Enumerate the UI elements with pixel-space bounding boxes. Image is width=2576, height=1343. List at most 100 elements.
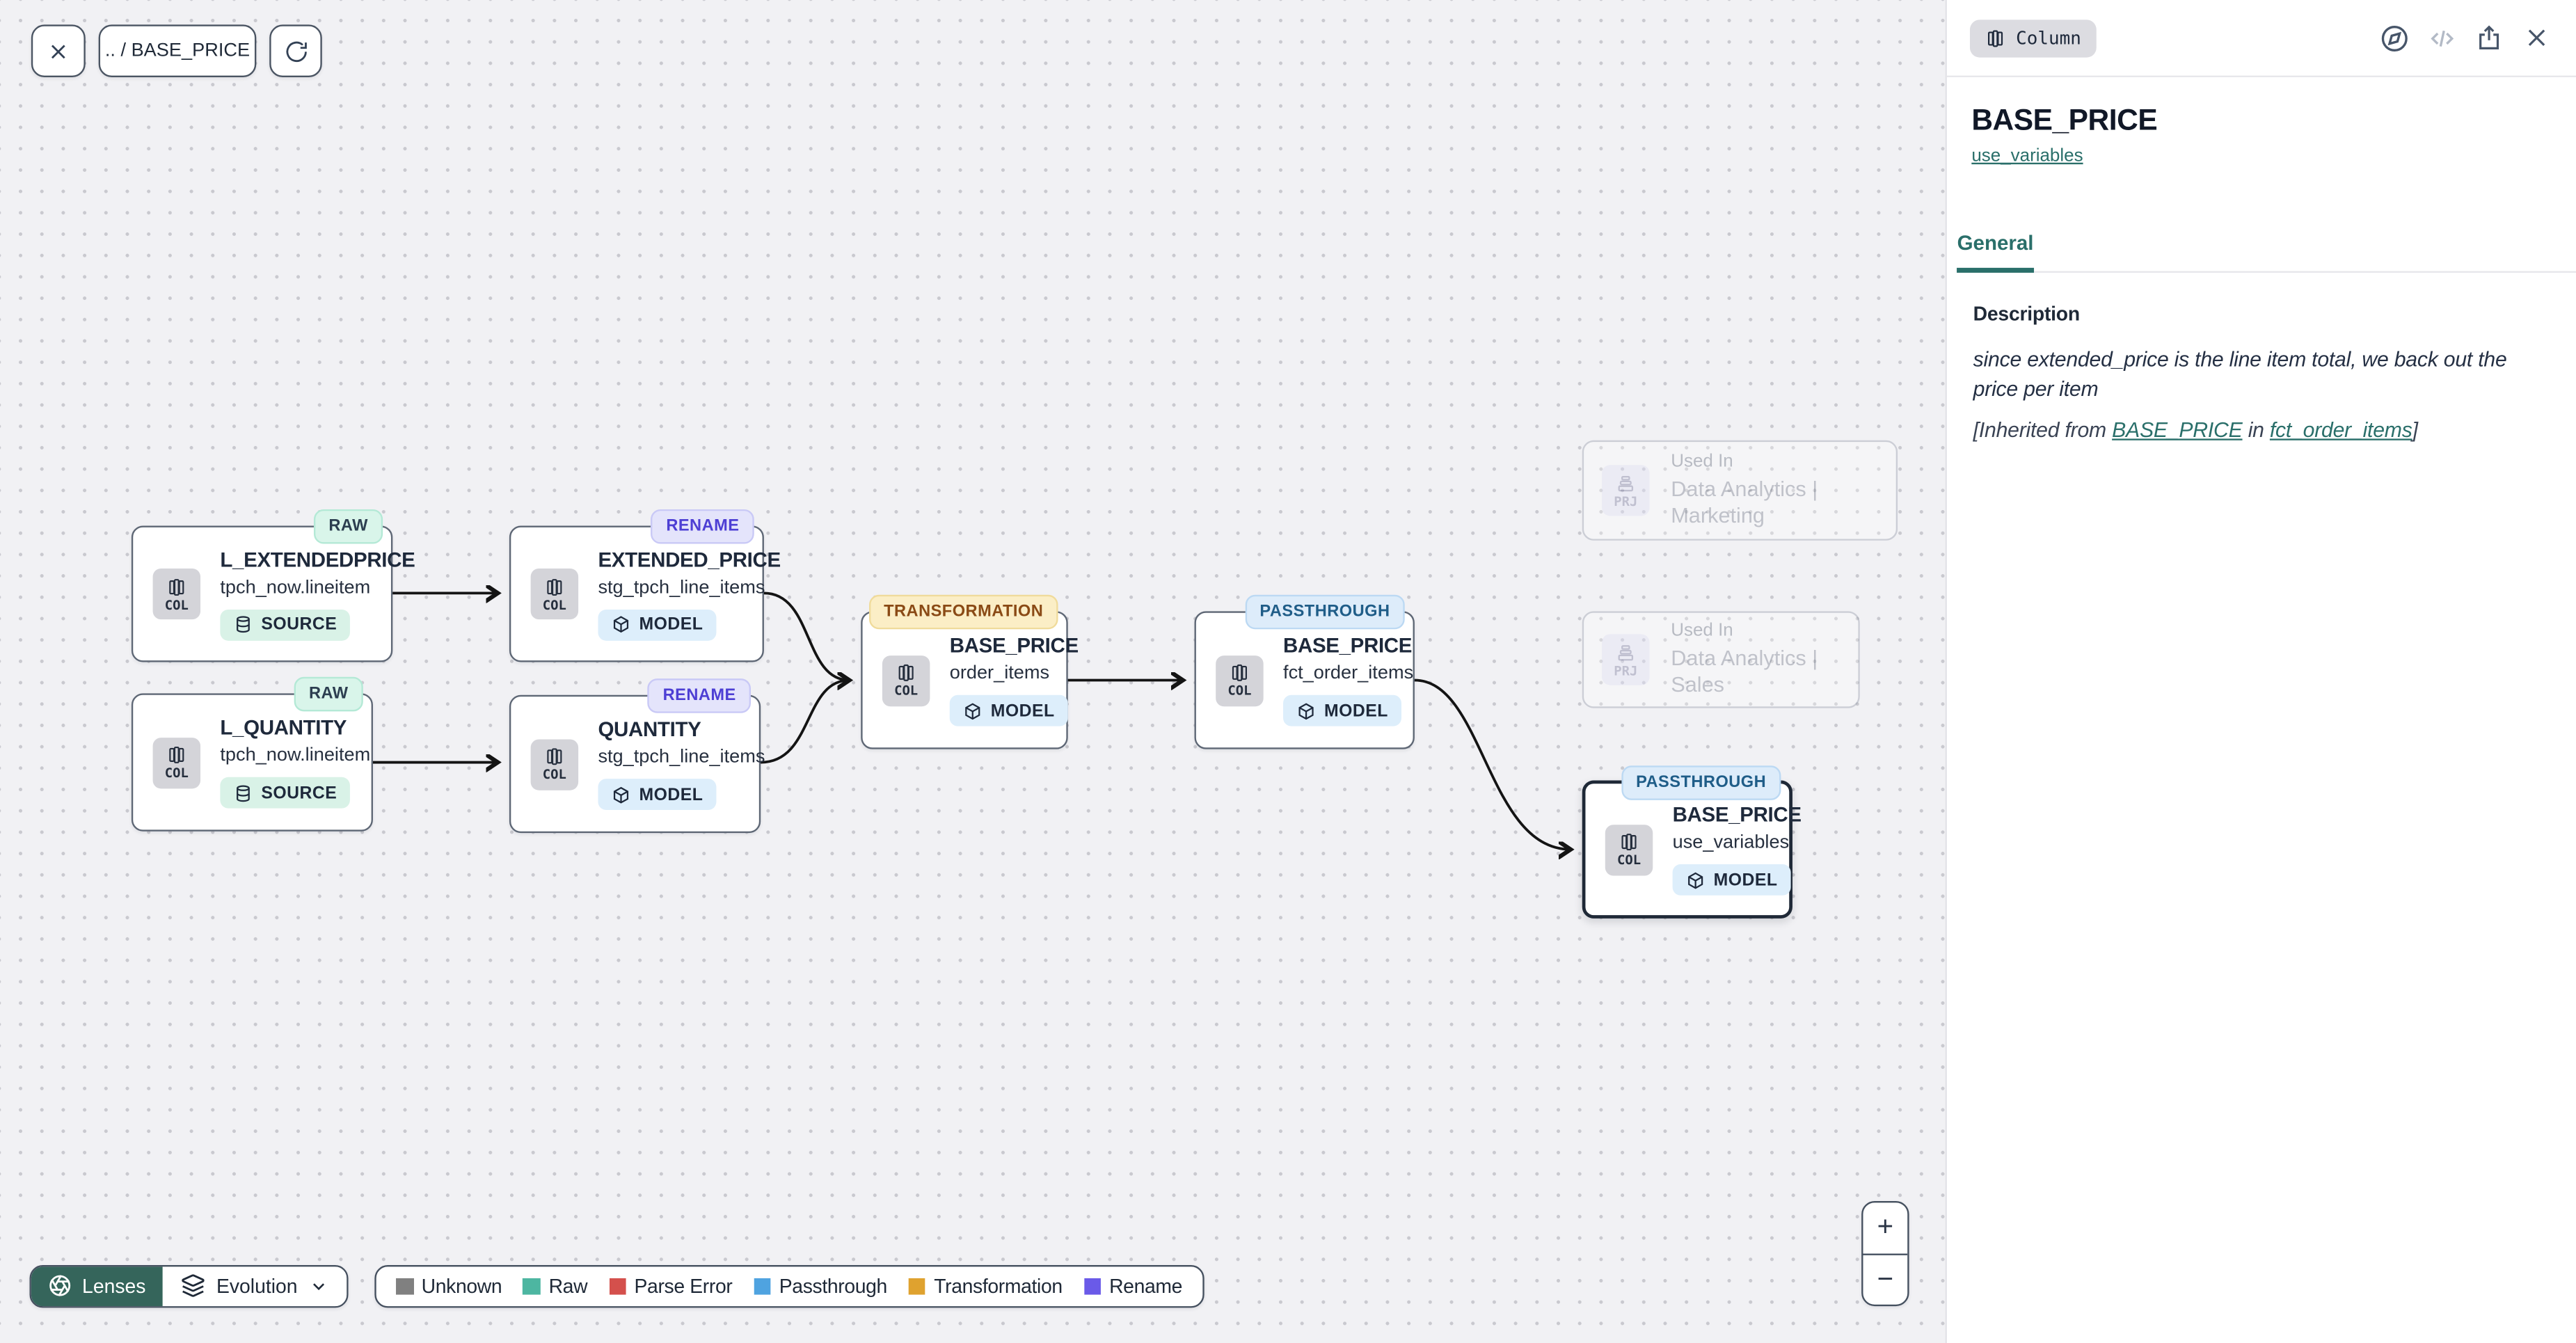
edge-quantity-baseprice bbox=[759, 678, 851, 764]
node-title: BASE_PRICE bbox=[1672, 803, 1802, 827]
model-badge: MODEL bbox=[598, 779, 717, 811]
col-tile-label: COL bbox=[1227, 683, 1252, 699]
database-icon bbox=[237, 784, 250, 802]
inherited-model-link[interactable]: fct_order_items bbox=[2269, 417, 2412, 443]
node-base-price-fct-order-items[interactable]: PASSTHROUGH COL BASE_PRICE fct_order_ite… bbox=[1194, 594, 1415, 749]
cube-icon bbox=[1298, 702, 1314, 720]
node-subtitle: order_items bbox=[949, 663, 1050, 684]
tab-general[interactable]: General bbox=[1957, 231, 2034, 255]
details-panel-header: Column bbox=[1946, 0, 2576, 77]
inherited-column-link[interactable]: BASE_PRICE bbox=[2112, 417, 2243, 443]
model-link[interactable]: use_variables bbox=[1971, 146, 2083, 166]
lineage-canvas[interactable]: PRJ Used In Data Analytics | Marketing P… bbox=[0, 0, 1946, 1343]
column-icon: COL bbox=[152, 568, 201, 620]
breadcrumb[interactable]: .. / BASE_PRICE bbox=[98, 24, 257, 77]
entity-type-chip: Column bbox=[1969, 19, 2097, 57]
col-tile-label: COL bbox=[164, 765, 189, 781]
col-tile-label: COL bbox=[542, 767, 566, 782]
legend-swatch bbox=[396, 1277, 413, 1295]
legend-swatch bbox=[908, 1277, 926, 1295]
lens-badge: RENAME bbox=[648, 678, 752, 713]
project-icon: PRJ bbox=[1602, 634, 1650, 685]
legend-swatch bbox=[608, 1277, 626, 1295]
breadcrumb-label: .. / BASE_PRICE bbox=[104, 41, 251, 61]
lens-legend: Unknown Raw Parse Error Passthrough Tran… bbox=[374, 1265, 1204, 1308]
close-lineage-button[interactable] bbox=[31, 24, 86, 77]
cube-icon bbox=[613, 616, 629, 633]
lens-selector-value: Evolution bbox=[216, 1274, 298, 1298]
column-icon: COL bbox=[152, 736, 201, 788]
node-l-quantity[interactable]: RAW COL L_QUANTITY tpch_now.lineitem SOU… bbox=[131, 676, 373, 832]
project-tile-label: PRJ bbox=[1614, 662, 1638, 678]
node-subtitle: use_variables bbox=[1672, 833, 1790, 853]
node-subtitle: tpch_now.lineitem bbox=[220, 745, 371, 766]
node-title: L_QUANTITY bbox=[220, 716, 347, 740]
col-tile-label: COL bbox=[164, 597, 189, 612]
layers-icon bbox=[181, 1274, 204, 1298]
tabbar-divider bbox=[2034, 271, 2576, 273]
refresh-button[interactable] bbox=[269, 24, 322, 77]
close-icon bbox=[51, 44, 65, 58]
close-panel-icon[interactable] bbox=[2520, 22, 2553, 54]
node-base-price-order-items[interactable]: TRANSFORMATION COL BASE_PRICE order_item… bbox=[861, 594, 1079, 749]
column-icon bbox=[1988, 29, 2003, 47]
node-subtitle: fct_order_items bbox=[1283, 663, 1414, 684]
edge-extendedprice-baseprice bbox=[763, 591, 850, 680]
ghost-node-used-in-sales[interactable]: PRJ Used In Data Analytics | Sales bbox=[1582, 611, 1860, 708]
node-title: EXTENDED_PRICE bbox=[598, 548, 781, 571]
node-quantity[interactable]: RENAME COL QUANTITY stg_tpch_line_items … bbox=[509, 678, 765, 834]
lenses-button[interactable]: Lenses bbox=[31, 1266, 163, 1305]
used-in-name: Data Analytics | Marketing bbox=[1671, 476, 1818, 527]
node-base-price-use-variables[interactable]: PASSTHROUGH COL BASE_PRICE use_variables… bbox=[1582, 765, 1802, 919]
lens-badge: RAW bbox=[294, 676, 363, 712]
code-icon[interactable] bbox=[2425, 22, 2458, 54]
model-badge: MODEL bbox=[598, 608, 717, 640]
legend-item-parse-error: Parse Error bbox=[608, 1275, 733, 1298]
chevron-down-icon bbox=[313, 1282, 325, 1290]
panel-title: BASE_PRICE bbox=[1971, 103, 2158, 136]
node-title: QUANTITY bbox=[598, 717, 701, 741]
cube-icon bbox=[1688, 871, 1703, 889]
cube-icon bbox=[613, 786, 629, 803]
zoom-out-button[interactable]: − bbox=[1877, 1263, 1894, 1294]
compass-icon[interactable] bbox=[2378, 22, 2410, 54]
col-tile-label: COL bbox=[542, 597, 566, 612]
database-icon bbox=[237, 616, 250, 633]
node-subtitle: stg_tpch_line_items bbox=[598, 747, 765, 768]
details-panel: Column BASE_PRICE use_variables Gener bbox=[1945, 0, 2576, 1343]
legend-item-unknown: Unknown bbox=[396, 1275, 502, 1298]
node-title: BASE_PRICE bbox=[1283, 634, 1413, 658]
column-icon: COL bbox=[1605, 824, 1653, 875]
ghost-node-used-in-marketing[interactable]: PRJ Used In Data Analytics | Marketing bbox=[1582, 440, 1898, 541]
lineage-edges bbox=[372, 0, 1946, 1342]
lens-badge: TRANSFORMATION bbox=[868, 594, 1058, 630]
node-extended-price[interactable]: RENAME COL EXTENDED_PRICE stg_tpch_line_… bbox=[509, 509, 781, 662]
lens-badge: PASSTHROUGH bbox=[1245, 594, 1405, 630]
legend-swatch bbox=[754, 1277, 771, 1295]
node-subtitle: tpch_now.lineitem bbox=[220, 577, 371, 598]
node-l-extendedprice[interactable]: RAW COL L_EXTENDEDPRICE tpch_now.lineite… bbox=[131, 509, 415, 662]
inherited-middle: in bbox=[2242, 417, 2270, 443]
zoom-controls: + − bbox=[1861, 1200, 1909, 1307]
model-badge: MODEL bbox=[949, 694, 1068, 726]
active-tab-indicator bbox=[1957, 267, 2035, 273]
lens-badge: RENAME bbox=[651, 509, 754, 544]
project-icon: PRJ bbox=[1602, 465, 1650, 516]
zoom-in-button[interactable]: + bbox=[1863, 1202, 1908, 1255]
col-tile-label: COL bbox=[894, 683, 919, 699]
legend-swatch bbox=[1083, 1277, 1102, 1295]
share-icon[interactable] bbox=[2472, 22, 2505, 54]
inherited-from-note: [Inherited from BASE_PRICE in fct_order_… bbox=[1973, 415, 2541, 444]
inherited-suffix: ] bbox=[2412, 417, 2418, 443]
lens-badge: RAW bbox=[314, 509, 383, 544]
used-in-label: Used In bbox=[1671, 452, 1733, 472]
model-badge: MODEL bbox=[1672, 864, 1791, 896]
column-icon: COL bbox=[530, 738, 579, 790]
lens-selector-dropdown[interactable]: Evolution bbox=[162, 1266, 347, 1305]
description-label: Description bbox=[1973, 302, 2081, 326]
node-title: L_EXTENDEDPRICE bbox=[220, 548, 415, 571]
source-badge: SOURCE bbox=[220, 777, 351, 809]
cube-icon bbox=[965, 702, 980, 720]
legend-item-rename: Rename bbox=[1083, 1275, 1182, 1298]
